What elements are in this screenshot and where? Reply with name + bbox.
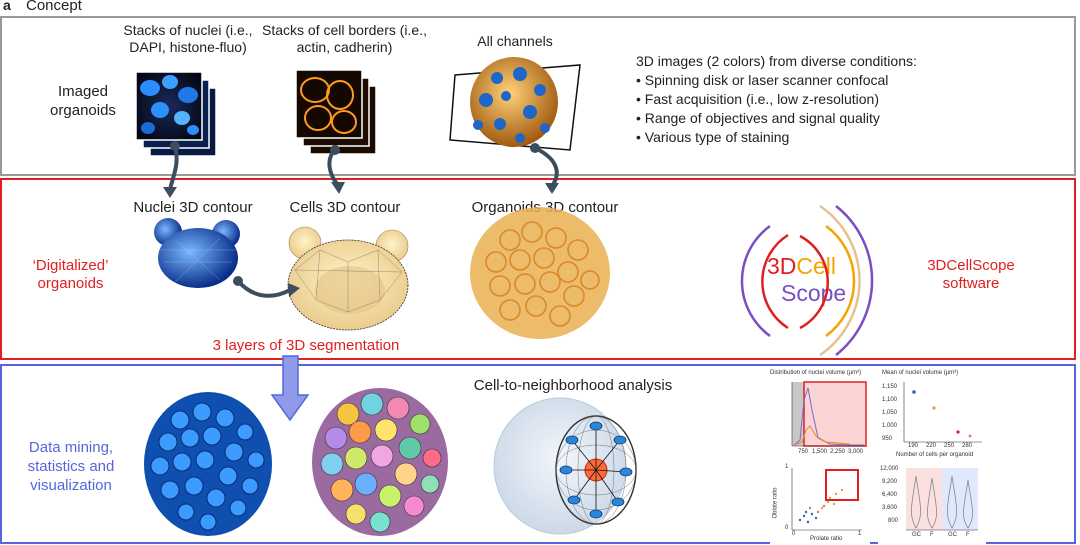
mini4-xtick-3: F: [966, 532, 970, 538]
nuclei-contour-mesh: [154, 218, 240, 288]
mini2-xtick-0: 190: [908, 443, 919, 449]
neighborhood-analysis-label: Cell-to-neighborhood analysis: [473, 377, 673, 394]
cell-border-stack-label: Stacks of cell borders (i.e., actin, cad…: [262, 22, 427, 55]
imaged-organoids-label: Imaged organoids: [50, 83, 116, 119]
mini3-xtick-0: 0: [792, 531, 796, 537]
organoids-contour-mesh: [470, 207, 610, 339]
mini4-plot: [906, 468, 978, 531]
cells-visualization: [312, 388, 448, 536]
digitalized-organoids-label: ‘Digitalized’ organoids: [32, 257, 109, 292]
neighborhood-visualization: [493, 397, 637, 535]
mini1-tick-1: 1,500: [812, 449, 828, 455]
mini1-plot: [791, 381, 867, 447]
conditions-title: 3D images (2 colors) from diverse condit…: [636, 53, 917, 69]
mini2-xtick-3: 280: [962, 443, 973, 449]
nuclei-visualization: [144, 392, 272, 536]
software-logo-arcs: [740, 204, 874, 357]
mini2-ytick-4: 950: [882, 436, 893, 442]
mini4-xtick-0: GC: [912, 532, 921, 538]
mini2-ytick-1: 1,100: [882, 397, 898, 403]
mini2-ytick-0: 1,150: [882, 384, 898, 390]
panel-imaged-organoids: [0, 16, 1076, 176]
figure-title: Concept: [26, 0, 82, 14]
mini2-plot: [903, 382, 982, 443]
down-arrow: [270, 355, 310, 422]
data-mining-label: Data mining, statistics and visualizatio…: [27, 439, 115, 494]
mini3-plot: [791, 468, 862, 531]
mini2-ytick-3: 1,000: [882, 423, 898, 429]
panel-digitalized-organoids: [0, 178, 1076, 360]
mini3-ylabel: Oblate ratio: [772, 487, 779, 519]
mini-chart-nuclei-distribution: Distribution of nuclei volume (µm³) 750 …: [770, 370, 870, 462]
software-label: 3DCellScope software: [927, 257, 1015, 292]
mini4-ytick-1: 9,200: [882, 479, 898, 485]
mini4-ytick-2: 6,400: [882, 492, 898, 498]
all-channels-image: [449, 57, 581, 151]
mini3-ytick-1: 0: [785, 525, 789, 531]
mini2-xtick-1: 220: [926, 443, 937, 449]
cells-contour-label: Cells 3D contour: [289, 199, 401, 216]
logo-3dcell: 3DCell: [767, 253, 837, 279]
logo-scope: Scope: [781, 280, 847, 306]
mini2-title: Mean of nuclei volume (µm³): [882, 370, 959, 376]
bullet-1: • Spinning disk or laser scanner confoca…: [636, 72, 889, 88]
mini-chart-oblate-prolate: 1 0 0 1 Prolate ratio Oblate ratio: [770, 464, 870, 544]
mini4-ytick-3: 3,600: [882, 505, 898, 511]
mini3-xtick-1: 1: [858, 531, 862, 537]
mini4-ytick-4: 800: [888, 518, 899, 524]
nuclei-contour-label: Nuclei 3D contour: [133, 199, 253, 216]
panel-letter: a: [3, 0, 11, 13]
cells-contour-mesh: [287, 226, 409, 331]
segmentation-layers-label: 3 layers of 3D segmentation: [212, 337, 400, 354]
mini1-tick-3: 3,000: [848, 449, 864, 455]
mini2-xtick-2: 250: [944, 443, 955, 449]
mini4-ytick-0: 12,000: [880, 466, 899, 472]
mini2-xlabel: Number of cells per organoid: [896, 452, 974, 458]
mini3-ytick-0: 1: [785, 464, 789, 470]
mini4-xtick-1: F: [930, 532, 934, 538]
mini1-title: Distribution of nuclei volume (µm³): [770, 370, 862, 376]
mini1-tick-0: 750: [798, 449, 809, 455]
mini1-tick-2: 2,250: [830, 449, 846, 455]
cell-border-stack-image: [295, 69, 377, 155]
panel-data-mining: [0, 364, 1076, 544]
nuclei-stack-image: [135, 71, 217, 157]
bullet-2: • Fast acquisition (i.e., low z-resoluti…: [636, 91, 879, 107]
mini-chart-mean-nuclei-volume: Mean of nuclei volume (µm³) 1,150 1,100 …: [878, 370, 986, 462]
mini-chart-violin: 12,000 9,200 6,400 3,600 800 GC F GC F: [878, 464, 986, 544]
nuclei-stack-label: Stacks of nuclei (i.e., DAPI, histone-fl…: [123, 22, 253, 55]
all-channels-label: All channels: [477, 33, 553, 49]
bullet-3: • Range of objectives and signal quality: [636, 110, 880, 126]
mini2-ytick-2: 1,050: [882, 410, 898, 416]
mini3-xlabel: Prolate ratio: [810, 536, 843, 542]
bullet-4: • Various type of staining: [636, 129, 790, 145]
mini4-xtick-2: GC: [948, 532, 957, 538]
